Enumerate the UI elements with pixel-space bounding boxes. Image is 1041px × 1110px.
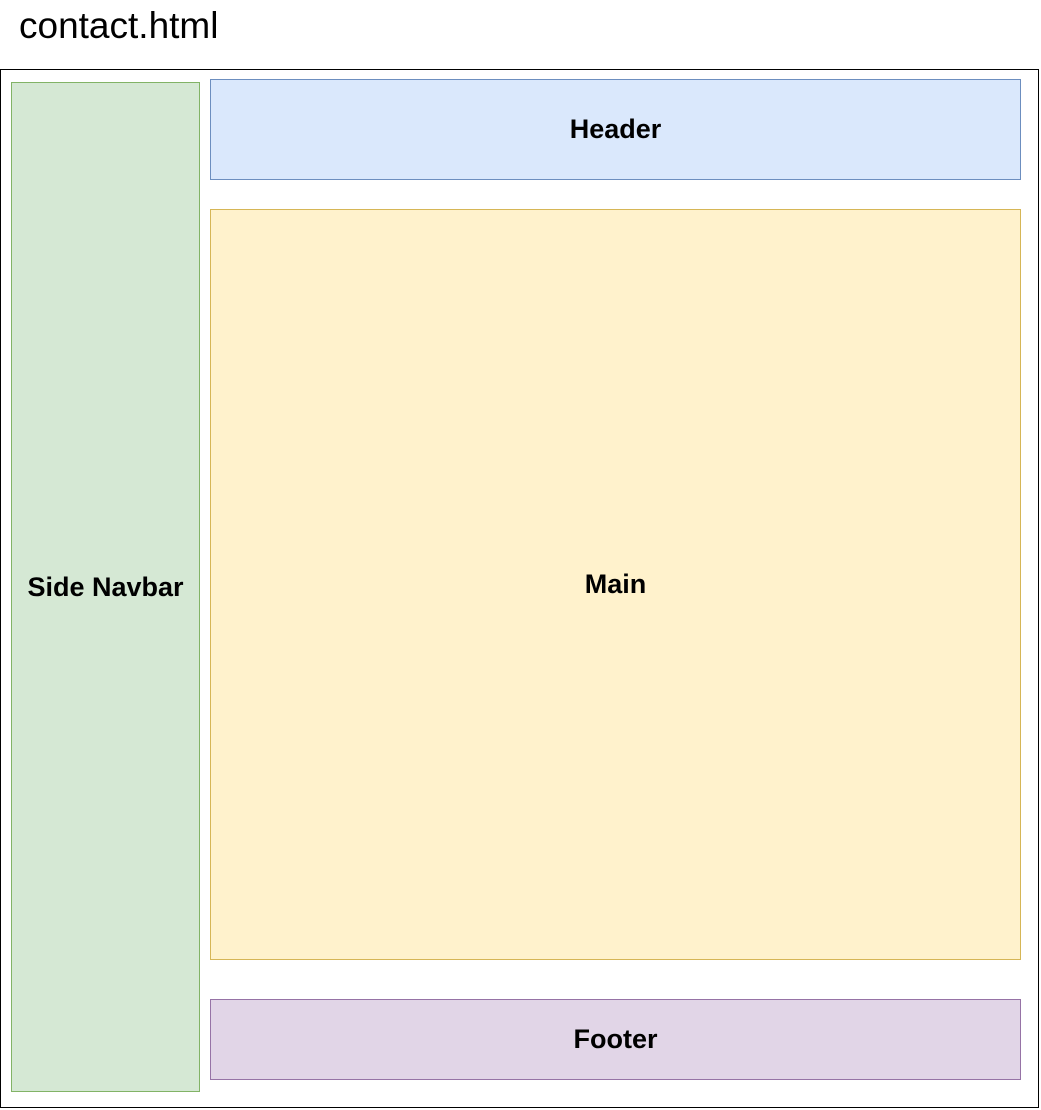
header-block: Header [210,79,1021,180]
main-label: Main [584,569,647,599]
header-label: Header [569,114,662,144]
side-navbar-block: Side Navbar [11,82,200,1092]
main-block: Main [210,209,1021,960]
side-navbar-label: Side Navbar [27,571,184,602]
page-frame [0,69,1039,1108]
footer-block: Footer [210,999,1021,1080]
page-title: contact.html [19,5,219,46]
footer-label: Footer [573,1024,658,1054]
